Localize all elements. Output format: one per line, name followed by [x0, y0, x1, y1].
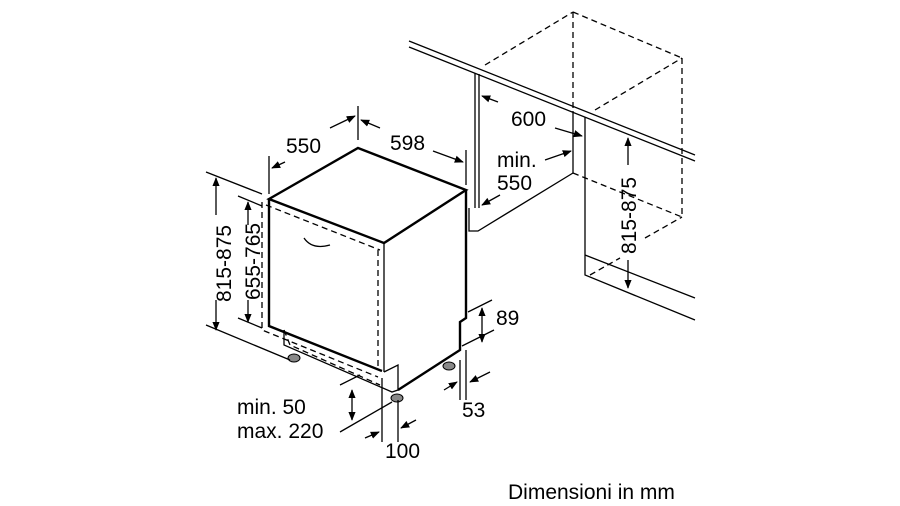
total-height-label: 815-875	[213, 225, 236, 302]
plinth-max-label: max. 220	[237, 420, 323, 443]
units-caption: Dimensioni in mm	[508, 481, 675, 504]
dimension-lines	[205, 95, 632, 442]
foot-icon	[390, 393, 404, 403]
niche-height-label: 815-875	[618, 177, 641, 254]
foot-icon	[287, 353, 301, 363]
plinth-height-label: 89	[496, 307, 519, 330]
door-height-label: 655-765	[242, 223, 265, 300]
cabinet-niche	[408, 11, 696, 321]
width-label: 598	[390, 132, 425, 155]
niche-depth-value-label: 550	[497, 172, 532, 195]
depth-label: 550	[286, 135, 321, 158]
door-gap-label: 100	[385, 440, 420, 463]
dishwasher-body	[261, 146, 469, 403]
foot-icon	[442, 361, 456, 371]
plinth-offset-label: 53	[462, 399, 485, 422]
plinth-min-label: min. 50	[237, 396, 306, 419]
niche-depth-min-label: min.	[497, 149, 537, 172]
niche-width-label: 600	[511, 108, 546, 131]
